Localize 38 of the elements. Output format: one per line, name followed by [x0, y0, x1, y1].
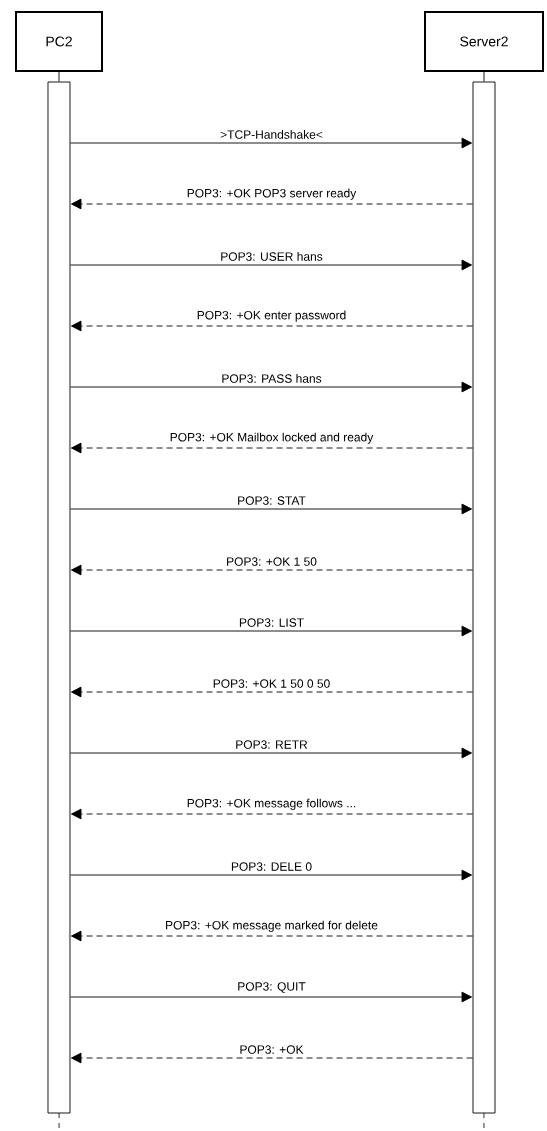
- message-arrow: [71, 1052, 473, 1064]
- lifeline: [483, 71, 485, 82]
- edge-label: POP3: STAT: [236, 495, 307, 506]
- participant-box: PC2: [15, 11, 103, 72]
- message-arrow: [70, 137, 472, 149]
- message-arrow: [70, 381, 472, 393]
- message-arrow: [71, 198, 473, 210]
- edge-label: POP3: +OK 1 50 0 50: [211, 678, 332, 689]
- message-arrow: [71, 930, 473, 942]
- edge-label: POP3: +OK message follows ...: [185, 797, 358, 811]
- edge-label: POP3: QUIT: [236, 981, 307, 994]
- message-arrow: [70, 625, 472, 637]
- edge-label: POP3: +OK enter password: [195, 309, 348, 323]
- edge-label: POP3: PASS hans: [220, 373, 323, 384]
- edge-label: POP3: +OK Mailbox locked and ready: [168, 431, 375, 445]
- message-arrow: [71, 564, 473, 576]
- edge-label: POP3: +OK POP3 server ready: [185, 187, 358, 201]
- participant-box: Server2: [424, 11, 544, 72]
- message-arrow: [70, 503, 472, 515]
- edge-label: >TCP-Handshake<: [219, 129, 324, 140]
- message-arrow: [71, 442, 473, 454]
- edge-label: POP3: LIST: [237, 617, 306, 628]
- edge-label: POP3: DELE 0: [229, 861, 314, 872]
- message-arrow: [71, 320, 473, 332]
- edge-label: POP3: +OK message marked for delete: [164, 919, 379, 933]
- activation-bar: [472, 81, 496, 1114]
- edge-label: POP3: +OK: [238, 1044, 305, 1055]
- message-arrow: [70, 747, 472, 759]
- activation-bar: [47, 81, 71, 1114]
- edge-label: POP3: RETR: [234, 739, 309, 750]
- message-arrow: [70, 991, 472, 1003]
- message-arrow: [70, 869, 472, 881]
- message-arrow: [70, 259, 472, 271]
- lifeline: [58, 71, 60, 82]
- message-arrow: [71, 686, 473, 698]
- message-arrow: [71, 808, 473, 820]
- edge-label: POP3: USER hans: [219, 251, 324, 262]
- edge-label: POP3: +OK 1 50: [225, 556, 318, 567]
